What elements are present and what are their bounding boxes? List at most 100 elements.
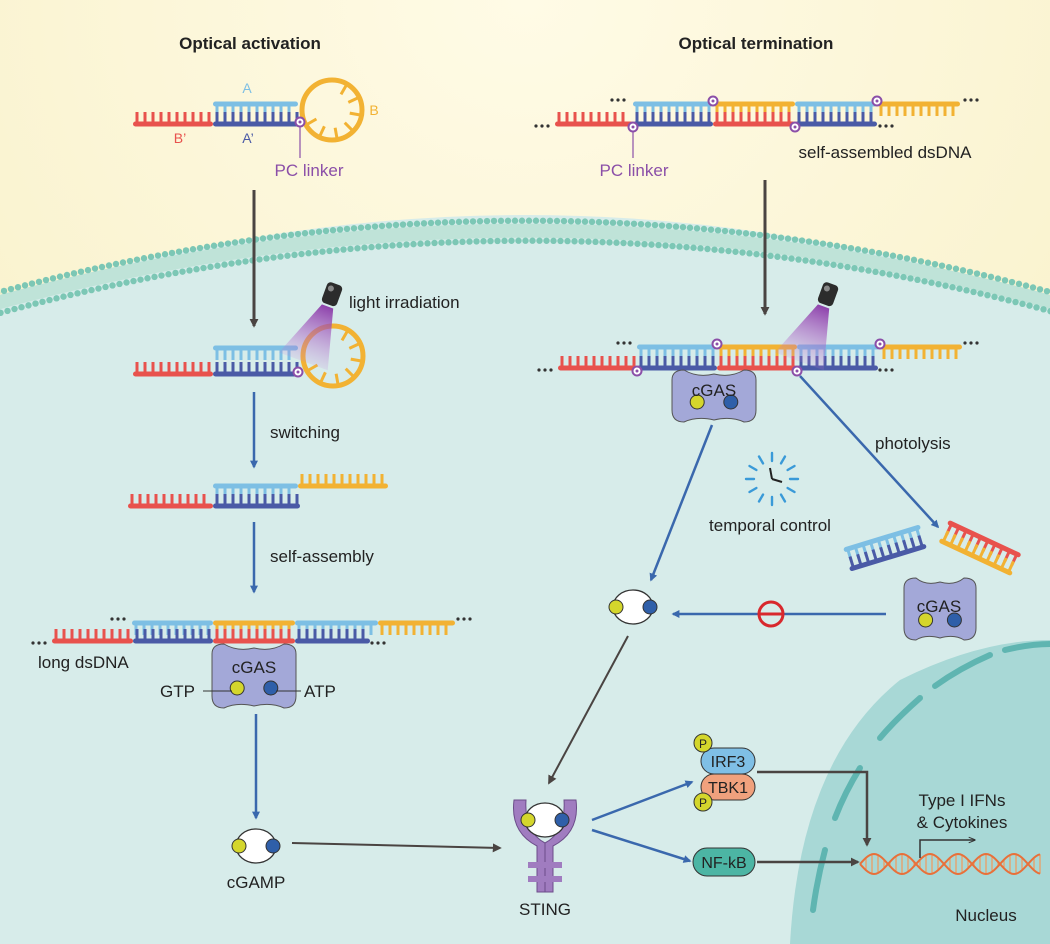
- lipid-head: [515, 237, 522, 244]
- lipid-head: [193, 266, 200, 273]
- lipid-head: [228, 260, 235, 267]
- lipid-head: [970, 288, 977, 296]
- strand-label-a-prime: A’: [242, 130, 253, 146]
- lipid-head: [112, 260, 120, 268]
- continuation-dots: [370, 641, 374, 645]
- lipid-head: [564, 237, 571, 245]
- lipid-head: [116, 280, 123, 288]
- lipid-head: [1015, 280, 1023, 288]
- lamp-body: [321, 282, 343, 307]
- lipid-head: [518, 217, 526, 224]
- strand-b-prime: [133, 112, 213, 127]
- temporal-control-label: temporal control: [709, 516, 831, 535]
- lipid-head: [49, 275, 57, 282]
- lipid-head: [823, 260, 830, 267]
- lipid-head: [382, 242, 389, 250]
- clock-tick: [779, 455, 787, 465]
- lipid-head: [21, 282, 29, 289]
- lipid-head: [536, 237, 543, 244]
- lipid-head: [697, 245, 704, 252]
- dna-strand: [295, 629, 370, 644]
- lipid-head: [889, 252, 897, 259]
- continuation-dots: [540, 124, 544, 128]
- lipid-head: [977, 290, 984, 297]
- lipid-head: [287, 231, 295, 239]
- lipid-head: [445, 239, 452, 246]
- lipid-head: [994, 275, 1002, 282]
- cgas-body: [671, 369, 757, 423]
- lipid-head: [847, 244, 855, 252]
- lipid-head: [945, 264, 953, 271]
- lipid-head: [942, 282, 949, 289]
- arrow-cgas-to-cgamp-right: [649, 424, 714, 582]
- lipid-head: [767, 252, 774, 260]
- ifn-label-line1: Type I IFNs: [919, 791, 1006, 810]
- lipid-head: [70, 270, 78, 277]
- lipid-head: [25, 302, 32, 309]
- lipid-head: [879, 269, 886, 277]
- continuation-dots: [110, 617, 114, 621]
- dna-strand: [795, 112, 877, 127]
- nucleus-label: Nucleus: [955, 906, 1016, 925]
- clock-tick: [786, 486, 796, 494]
- lipid-head: [665, 222, 673, 230]
- continuation-dots: [534, 124, 538, 128]
- lipid-head: [595, 218, 603, 226]
- lipid-head: [431, 239, 438, 247]
- lipid-head: [294, 230, 302, 238]
- photolysis-label: photolysis: [875, 434, 951, 453]
- lipid-head: [200, 264, 207, 272]
- lipid-head: [805, 238, 813, 245]
- lipid-head: [973, 270, 981, 277]
- cgamp-molecule: [231, 828, 281, 864]
- lipid-head: [452, 238, 459, 246]
- lipid-head: [693, 225, 701, 232]
- continuation-dots: [890, 368, 894, 372]
- lipid-head: [511, 217, 519, 224]
- lipid-head: [711, 246, 718, 253]
- lipid-head: [462, 218, 470, 225]
- lipid-head: [886, 271, 893, 278]
- lipid-head: [1001, 277, 1009, 284]
- lipid-head: [88, 286, 95, 294]
- lipid-head: [1008, 278, 1016, 286]
- lipid-head: [1036, 286, 1044, 293]
- switched-duplex: [128, 474, 388, 509]
- lipid-head: [368, 243, 375, 251]
- lipid-head: [154, 252, 162, 259]
- lipid-head: [424, 240, 431, 247]
- phospho-irf3: [693, 733, 713, 753]
- phospho-label-irf3: P: [699, 737, 707, 751]
- phospho-label-tbk1: P: [699, 796, 707, 810]
- irradiated-probe: [133, 323, 366, 389]
- lipid-head: [704, 245, 711, 253]
- dna-strand: [795, 101, 877, 116]
- light-source-icon-right: [774, 282, 839, 371]
- lipid-head: [144, 275, 151, 282]
- lipid-head: [371, 223, 379, 230]
- lipid-head: [616, 219, 624, 227]
- light-beam: [774, 304, 830, 371]
- lipid-head: [816, 259, 823, 266]
- continuation-dots: [610, 98, 614, 102]
- lipid-head: [4, 307, 11, 315]
- cgamp-molecule-right: [608, 589, 658, 625]
- lipid-head: [980, 271, 988, 279]
- lipid-head: [179, 268, 186, 275]
- long-dsdna: [31, 617, 472, 645]
- lipid-head: [732, 248, 739, 255]
- phospho-tbk1: [693, 792, 713, 812]
- lipid-head: [956, 285, 963, 292]
- lipid-head: [298, 250, 305, 258]
- lipid-head: [613, 239, 620, 246]
- lipid-head: [469, 218, 477, 225]
- lipid-head: [875, 249, 883, 257]
- dna-strand: [633, 112, 713, 127]
- lipid-head: [231, 239, 239, 246]
- lipid-head: [830, 261, 837, 268]
- lipid-head: [609, 219, 617, 226]
- lipid-head: [137, 276, 144, 283]
- dna-strand: [378, 620, 455, 635]
- continuation-dots: [963, 341, 967, 345]
- lipid-head: [868, 248, 876, 256]
